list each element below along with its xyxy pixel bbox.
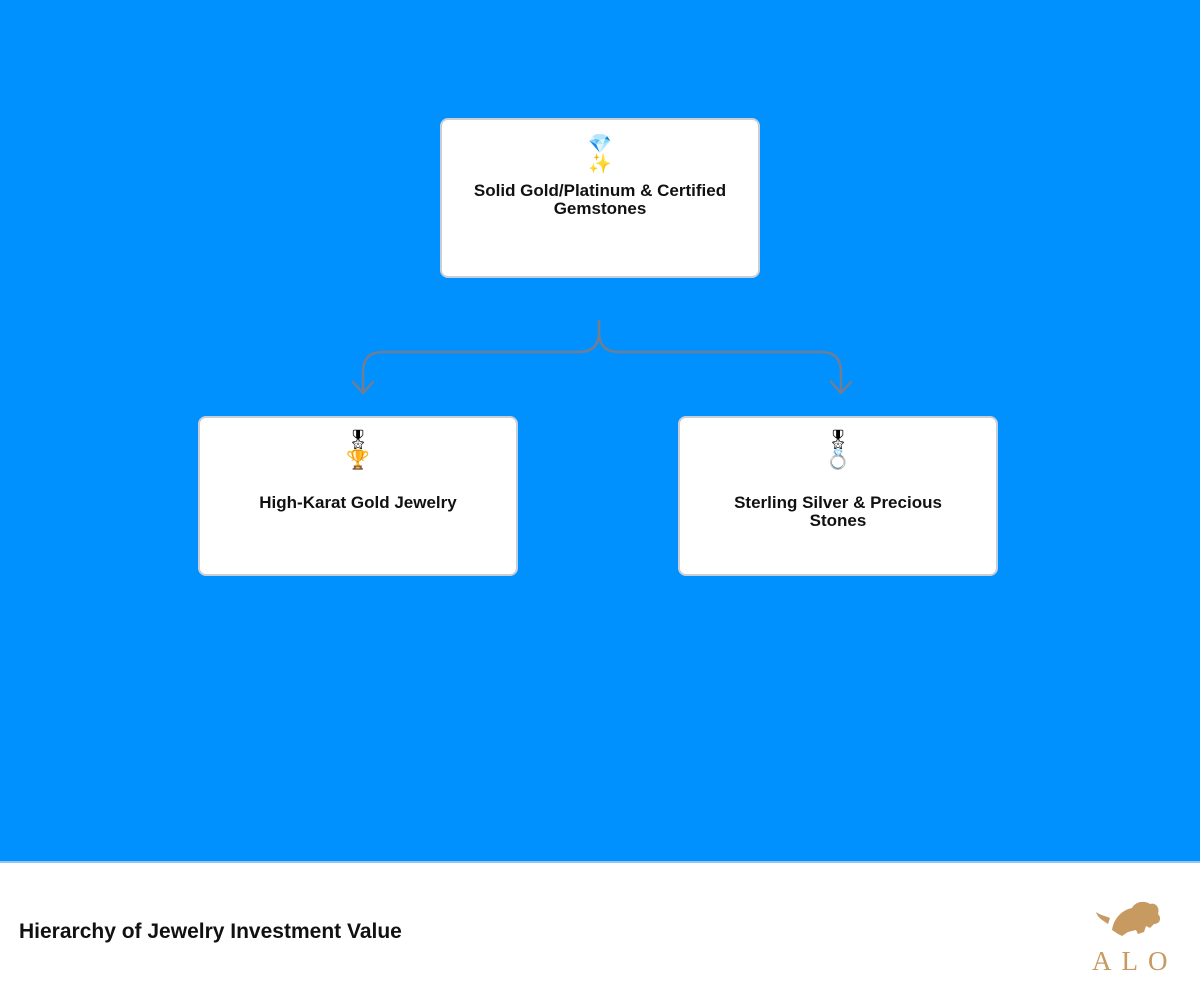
connector-lines bbox=[351, 320, 853, 395]
diagram-canvas: 💎 ✨ Solid Gold/Platinum & Certified Gems… bbox=[0, 0, 1200, 861]
logo-wordmark: ALO bbox=[1092, 946, 1178, 976]
trophy-icon: 🏆 bbox=[346, 449, 370, 471]
child-node-label: High-Karat Gold Jewelry bbox=[259, 493, 457, 512]
root-node[interactable]: 💎 ✨ Solid Gold/Platinum & Certified Gems… bbox=[440, 118, 760, 278]
diagram-title: Hierarchy of Jewelry Investment Value bbox=[19, 920, 402, 943]
gem-icon: 💎 bbox=[588, 133, 612, 155]
arrowhead-right bbox=[829, 380, 853, 395]
medal-icon: 🎖 bbox=[345, 429, 371, 451]
child-node-label: Sterling Silver & Precious Stones bbox=[734, 493, 942, 530]
footer-divider bbox=[0, 861, 1200, 863]
arrowhead-left bbox=[351, 380, 375, 395]
connector-to-right bbox=[597, 320, 843, 392]
root-node-label: Solid Gold/Platinum & Certified Gemstone… bbox=[473, 181, 727, 218]
sparkles-icon: ✨ bbox=[588, 153, 612, 175]
child-node-icons: 🎖 💍 bbox=[680, 418, 996, 484]
child-node-icons: 🎖 🏆 bbox=[200, 418, 516, 484]
ring-icon: 💍 bbox=[826, 449, 850, 471]
medal-icon: 🎖 bbox=[825, 429, 851, 451]
connector-to-left bbox=[361, 320, 601, 392]
child-node-high-karat-gold[interactable]: 🎖 🏆 High-Karat Gold Jewelry bbox=[198, 416, 518, 576]
child-node-sterling-silver[interactable]: 🎖 💍 Sterling Silver & Precious Stones bbox=[678, 416, 998, 576]
root-node-icons: 💎 ✨ bbox=[442, 120, 758, 176]
lion-logo-icon bbox=[1096, 901, 1161, 936]
